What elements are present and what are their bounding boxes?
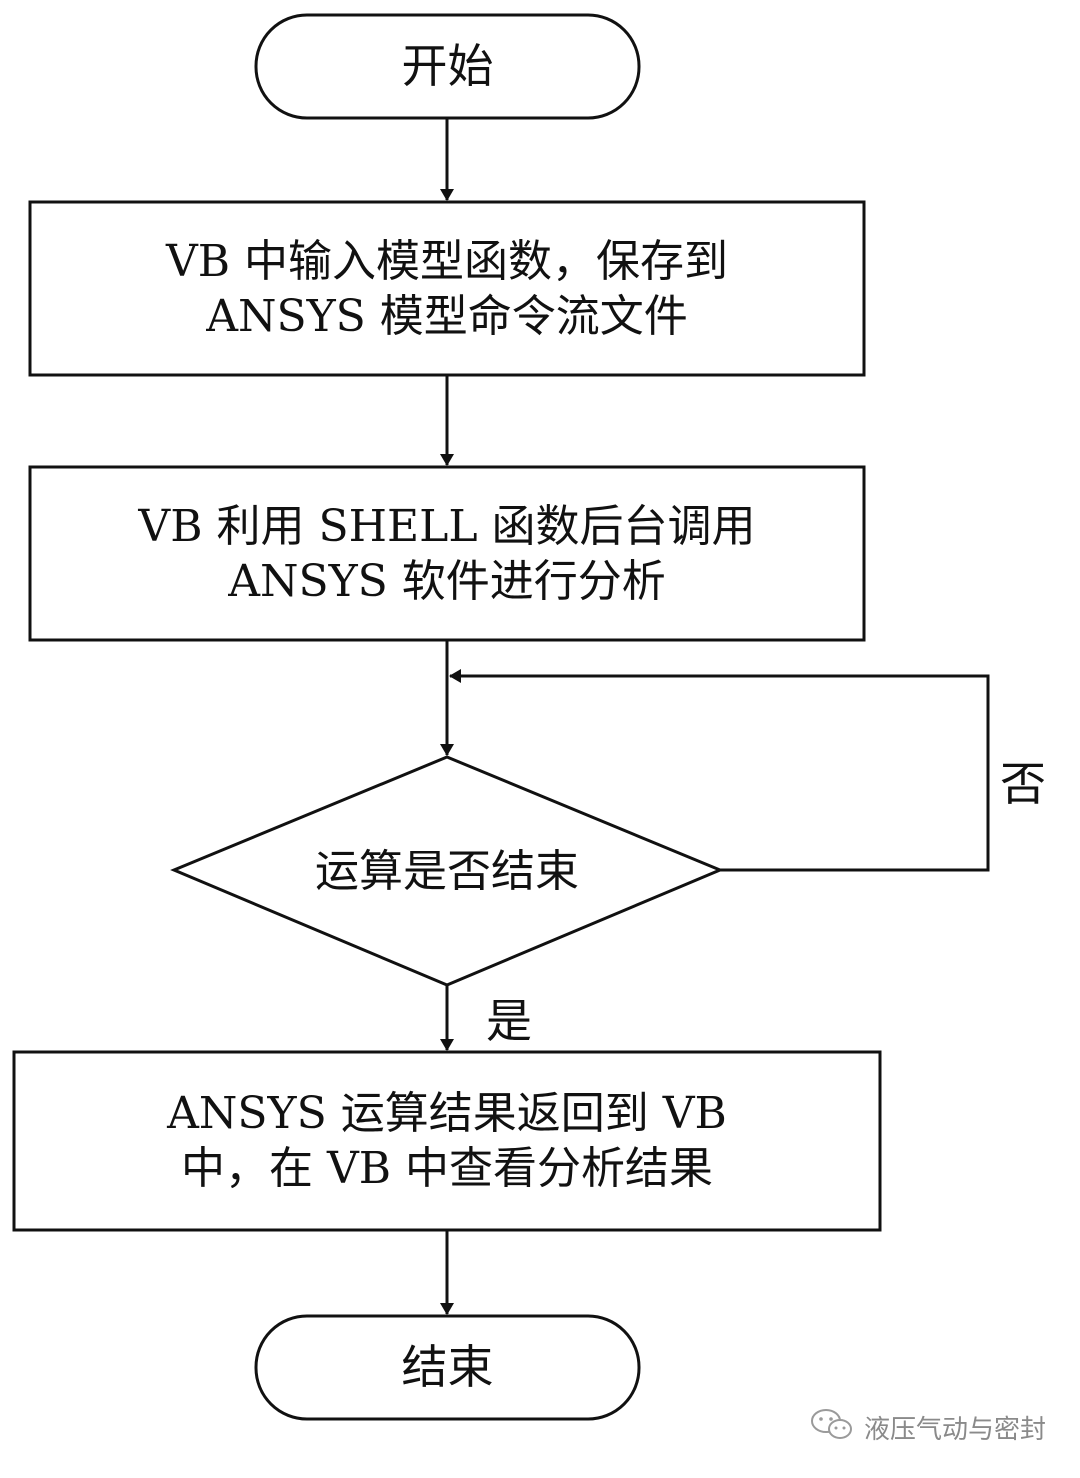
watermark-text: 液压气动与密封 [863,1415,1046,1445]
process-box-shell-call [28,465,866,642]
edge-label-yes: 是 [486,994,532,1048]
start-text: 开始 [401,38,494,93]
step2-label: VB 利用 SHELL 函数后台调用 ANSYS 软件进行分析 [30,467,864,640]
arrow-loop-back-no [449,669,990,872]
step3-line2: 中，在 VB 中查看分析结果 [180,1143,714,1194]
process-box-input-model [28,200,866,377]
start-label: 开始 [256,15,639,118]
watermark: 液压气动与密封 [810,1407,1046,1448]
step1-label: VB 中输入模型函数，保存到 ANSYS 模型命令流文件 [30,202,864,375]
end-text: 结束 [401,1339,494,1394]
process-box-return-results [12,1050,882,1232]
step2-line2: ANSYS 软件进行分析 [228,555,666,607]
decision-label: 运算是否结束 [174,757,720,985]
edge-label-no: 否 [1000,757,1046,811]
wechat-icon [810,1407,854,1448]
step3-label: ANSYS 运算结果返回到 VB 中，在 VB 中查看分析结果 [14,1052,880,1230]
end-label: 结束 [256,1316,639,1419]
step2-line1: VB 利用 SHELL 函数后台调用 [138,500,756,552]
step1-line1: VB 中输入模型函数，保存到 [165,235,729,287]
decision-text: 运算是否结束 [315,845,579,897]
end-terminator [254,1314,641,1421]
step1-line2: ANSYS 模型命令流文件 [206,290,688,342]
step3-line1: ANSYS 运算结果返回到 VB [167,1088,727,1139]
